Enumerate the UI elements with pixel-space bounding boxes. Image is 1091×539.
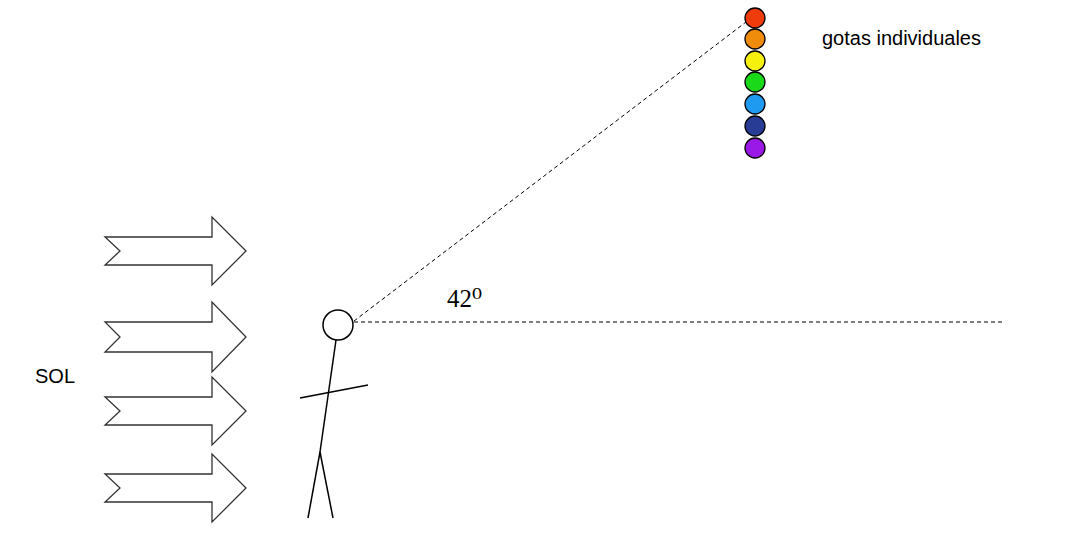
orange-drop (745, 29, 765, 49)
indigo-drop (745, 116, 765, 136)
sun-ray-arrow (105, 454, 246, 522)
figure-body (320, 340, 336, 452)
water-drops (745, 8, 765, 158)
drops-label: gotas individuales (822, 27, 981, 50)
figure-arms (300, 385, 368, 398)
figure-head (323, 310, 353, 340)
sun-ray-arrow (105, 217, 246, 285)
sun-ray-arrow (105, 377, 246, 445)
horizontal-dashed-line (354, 322, 1005, 323)
violet-drop (745, 138, 765, 158)
blue-drop (745, 94, 765, 114)
figure-leg (320, 452, 333, 518)
sun-label: SOL (35, 365, 75, 388)
red-drop (745, 8, 765, 28)
green-drop (745, 72, 765, 92)
sun-ray-arrow (105, 302, 246, 372)
angle-label: 42⁰ (447, 284, 482, 313)
stick-figure (300, 310, 368, 518)
figure-leg (308, 452, 320, 518)
sun-rays (105, 217, 246, 522)
yellow-drop (745, 51, 765, 71)
sight-dashed-line (354, 22, 746, 321)
